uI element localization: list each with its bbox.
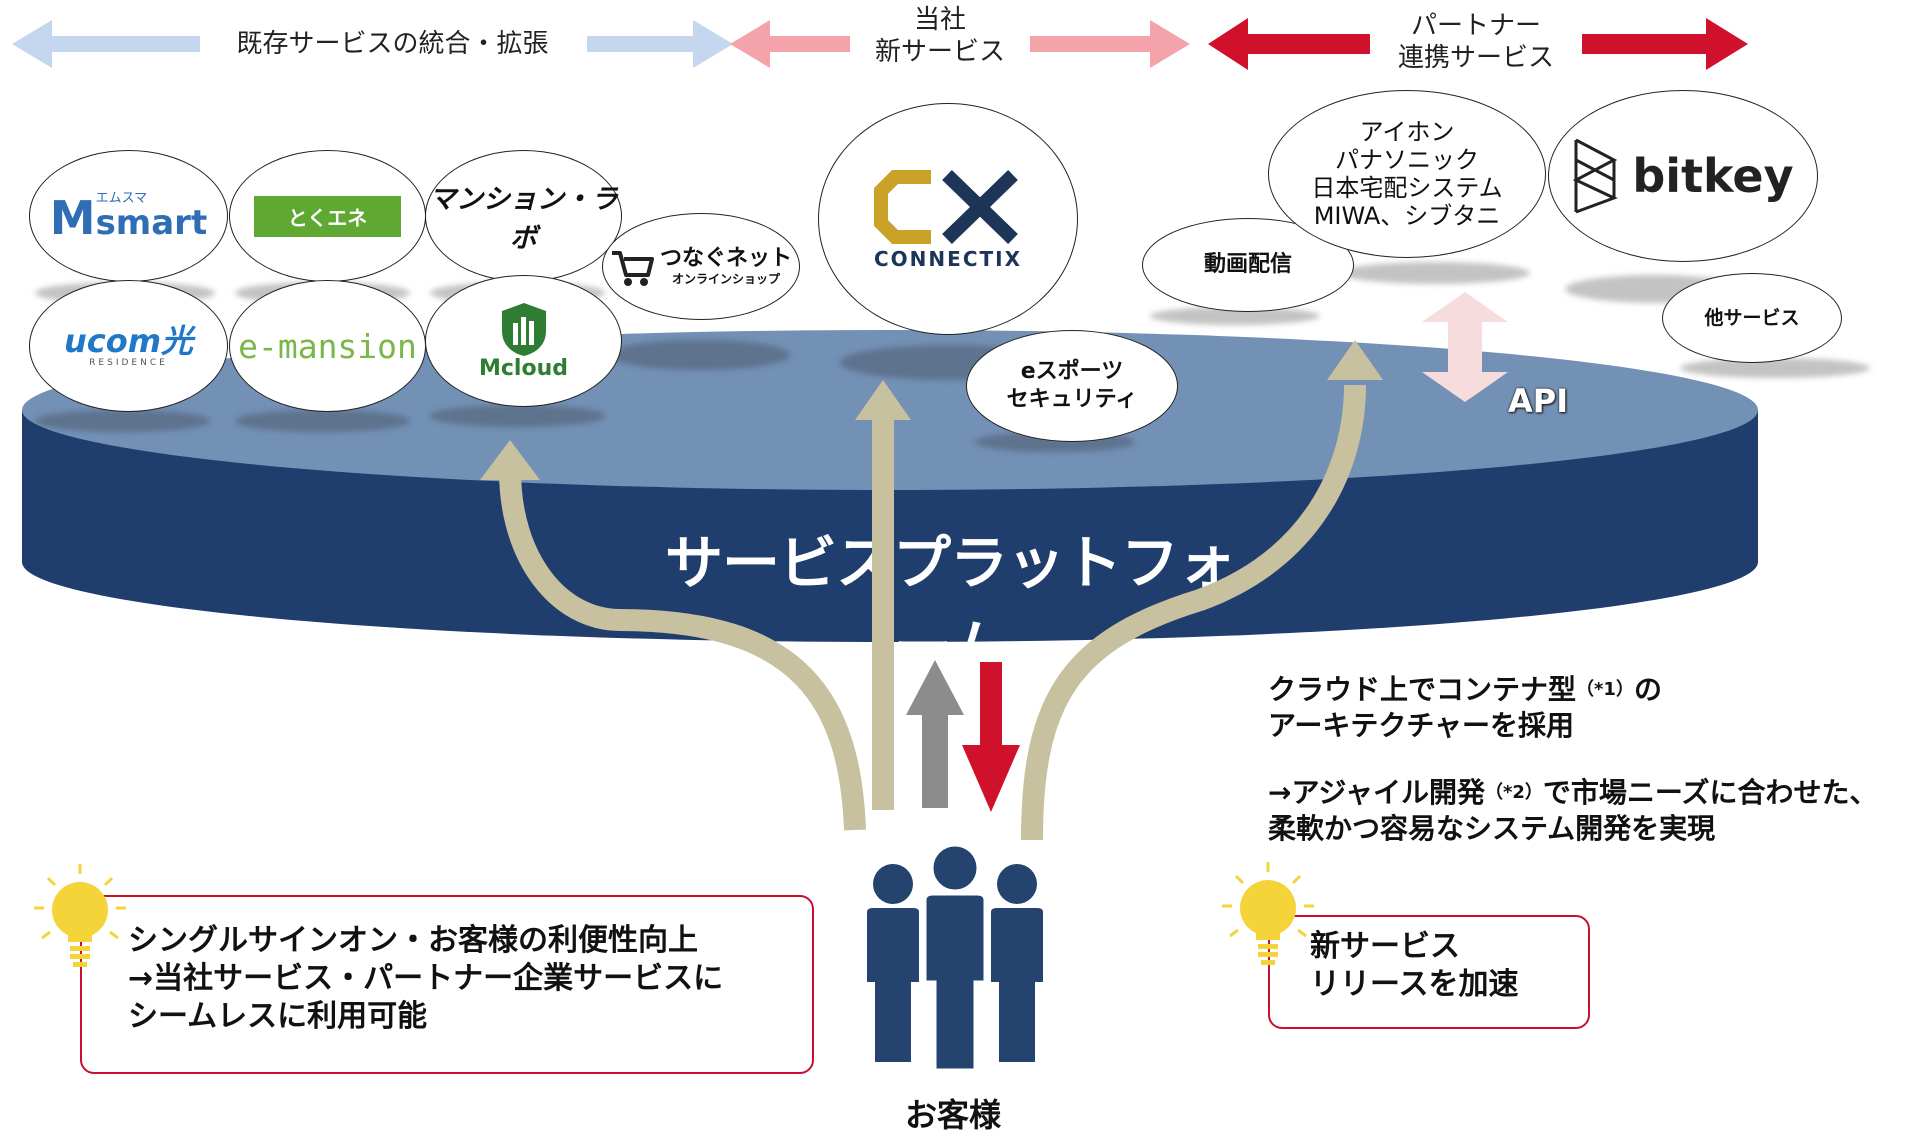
emusuma-word: smart: [95, 203, 208, 243]
logo-shadow: [35, 410, 210, 432]
note-container-line1: クラウド上でコンテナ型: [1268, 673, 1577, 706]
note-agile-sup: （*2）: [1484, 782, 1543, 803]
own-arrow-left: [730, 20, 850, 68]
logo-shadow: [1680, 358, 1870, 378]
logo-bitkey: bitkey: [1548, 90, 1818, 262]
existing-arrow-left: [12, 20, 200, 68]
logo-e-mansion: e-mansion: [229, 280, 426, 412]
bubble-other: 他サービス: [1662, 273, 1842, 363]
down-arrow-icon: [962, 662, 1020, 812]
header-own-new: 当社 新サービス: [874, 5, 1005, 67]
flow-arrow-left: [499, 469, 866, 831]
note-container-sup: （*1）: [1576, 679, 1634, 700]
logo-mcloud: Mcloud: [425, 275, 622, 407]
douga-text: 動画配信: [1203, 252, 1292, 277]
header-partner: パートナー 連携サービス: [1397, 11, 1554, 73]
bitkey-icon: [1573, 138, 1619, 214]
flow-arrow-right: [1021, 384, 1366, 841]
partner-arrow-left: [1208, 18, 1370, 70]
emusuma-m-mark: M: [49, 191, 96, 245]
logo-shadow: [235, 410, 410, 432]
partners-list-text: アイホン パナソニック 日本宅配システム MIWA、シブタニ: [1311, 118, 1503, 230]
api-label: API: [1508, 382, 1569, 420]
logo-tokuene: とくエネ: [229, 150, 426, 282]
note-agile: →アジャイル開発（*2）で市場ニーズに合わせた、 柔軟かつ容易なシステム開発を実…: [1268, 775, 1878, 847]
logo-shadow: [1150, 307, 1320, 325]
logo-ucom: ucom光 RESIDENCE: [29, 280, 228, 412]
ucom-sub-text: RESIDENCE: [89, 358, 168, 368]
people-icon: [867, 843, 1043, 1070]
cloud-shield-icon: [501, 303, 546, 356]
e-mansion-text: e-mansion: [238, 326, 417, 366]
bulb-icon: [34, 864, 126, 967]
emusuma-kana: エムスマ: [95, 191, 148, 206]
cart-icon: [611, 250, 654, 286]
logo-shadow: [1340, 262, 1530, 284]
connectix-text: CONNECTIX: [874, 247, 1022, 271]
release-box: [1268, 915, 1590, 1029]
other-text: 他サービス: [1704, 307, 1800, 329]
release-text: 新サービス リリースを加速: [1310, 929, 1519, 1002]
partner-arrow-right: [1582, 18, 1748, 70]
logo-tsunagu-net: つなぐネット オンラインショップ: [602, 213, 800, 320]
ucom-text: ucom光: [63, 322, 194, 360]
logo-shadow: [430, 405, 605, 427]
logo-mansion-labo: マンション・ラボ: [425, 150, 622, 282]
sso-text: シングルサインオン・お客様の利便性向上 →当社サービス・パートナー企業サービスに…: [128, 923, 724, 1034]
existing-arrow-right: [587, 20, 733, 68]
logo-emusuma-smart: M エムスマ smart: [29, 150, 228, 282]
esports-security-text: eスポーツ セキュリティ: [1006, 359, 1138, 412]
note-agile-tail: で市場ニーズに合わせた、: [1542, 776, 1878, 809]
bulb-icon: [1222, 862, 1314, 965]
api-arrow-icon: [1422, 292, 1508, 402]
tokuene-text: とくエネ: [253, 195, 402, 237]
flow-arrowhead-center: [855, 380, 911, 420]
note-container-line2: アーキテクチャーを採用: [1268, 709, 1575, 742]
note-container: クラウド上でコンテナ型（*1）の アーキテクチャーを採用: [1268, 672, 1662, 744]
logo-connectix: CONNECTIX: [818, 103, 1078, 335]
tsunagu-sub-text: オンラインショップ: [671, 271, 780, 286]
note-container-tail: の: [1633, 673, 1662, 706]
bubble-partners: アイホン パナソニック 日本宅配システム MIWA、シブタニ: [1268, 90, 1546, 258]
bubble-esports-security: eスポーツ セキュリティ: [966, 330, 1178, 442]
mansion-labo-text: マンション・ラボ: [429, 184, 618, 254]
flow-arrowhead-right: [1327, 340, 1383, 380]
platform-label: サービスプラットフォーム: [664, 529, 1236, 681]
customer-label: お客様: [905, 1096, 1002, 1134]
connectix-mark-icon: [874, 169, 1018, 245]
header-arrows: [12, 18, 1748, 70]
logo-shadow: [610, 340, 790, 370]
own-arrow-right: [1030, 20, 1190, 68]
bitkey-text: bitkey: [1632, 149, 1794, 203]
note-agile-line1: →アジャイル開発: [1268, 776, 1485, 809]
up-arrow-icon: [906, 660, 964, 808]
header-existing: 既存サービスの統合・拡張: [236, 29, 549, 59]
sso-box: [80, 895, 814, 1074]
mcloud-text: Mcloud: [479, 356, 568, 381]
note-agile-line2: 柔軟かつ容易なシステム開発を実現: [1268, 812, 1716, 845]
tsunagu-net-text: つなぐネット: [659, 245, 792, 271]
flow-arrowhead-left: [480, 440, 540, 480]
